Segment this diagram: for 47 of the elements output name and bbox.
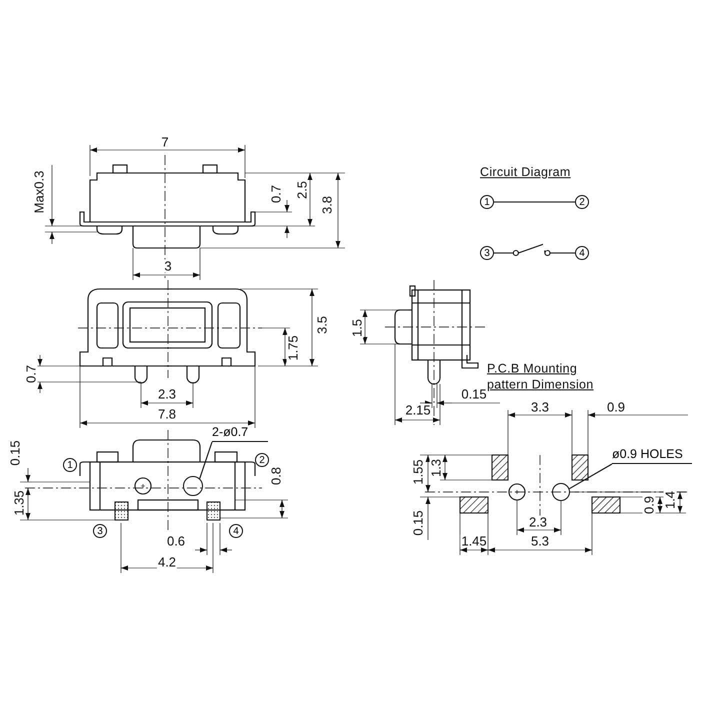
dimension-label: 0.15	[412, 509, 424, 537]
dimension-label: 1.3	[430, 458, 442, 478]
dimension-label: 3.5	[316, 314, 328, 336]
dimension-label: 1.35	[12, 489, 26, 517]
pin-number: 2	[575, 195, 589, 209]
wire	[494, 201, 575, 203]
dimension-label: 0.15	[460, 388, 488, 400]
dimension-label: 0.8	[270, 466, 282, 486]
section-title: Circuit Diagram	[480, 165, 572, 181]
dimension-label: 1.55	[412, 458, 424, 486]
dimension-label: 3.3	[530, 400, 550, 414]
dimension-label: 2.3	[156, 388, 178, 400]
switch-symbol	[494, 243, 575, 256]
pin-number: 2	[255, 453, 269, 467]
pin-number: 4	[575, 246, 589, 260]
dimension-label: 2.15	[404, 404, 432, 416]
pin-number: 4	[229, 524, 243, 538]
mounting-hole	[183, 476, 203, 496]
dimension-label: 2.3	[528, 516, 548, 528]
dimension-label: 3	[163, 260, 173, 272]
section-title: P.C.B Mounting pattern Dimension	[487, 361, 595, 393]
mounting-hole	[552, 483, 570, 501]
dimension-label: 7.8	[156, 408, 178, 420]
leader-line	[569, 464, 612, 490]
dimension-label: 0.6	[166, 534, 186, 548]
dimension-label: 0.9	[642, 494, 656, 516]
pin-number: 1	[480, 195, 494, 209]
hole-callout: 2-ø0.7	[212, 426, 268, 442]
dimension-label: 0.9	[606, 400, 626, 414]
dimension-label: 3.8	[320, 194, 334, 216]
dimension-label: 0.15	[8, 439, 22, 467]
dimension-label: 1.75	[286, 334, 300, 362]
dimension-label: 4.2	[156, 556, 178, 568]
dimension-label: 1.5	[350, 318, 364, 338]
hole-callout: ø0.9 HOLES	[612, 448, 692, 464]
dimension-label: Max0.3	[32, 170, 46, 214]
dimension-label: 0.7	[24, 364, 38, 384]
dimension-label: 1.4	[664, 490, 676, 510]
leader-line	[199, 442, 213, 479]
dimension-label: 0.7	[270, 184, 282, 204]
pin-number: 3	[93, 524, 107, 538]
pin-number: 1	[63, 458, 77, 472]
dimension-label: 7	[160, 136, 170, 148]
dimension-label: 5.3	[530, 534, 550, 548]
dimension-label: 2.5	[296, 180, 308, 200]
dimension-label: 1.45	[460, 534, 488, 548]
pin-number: 3	[480, 246, 494, 260]
